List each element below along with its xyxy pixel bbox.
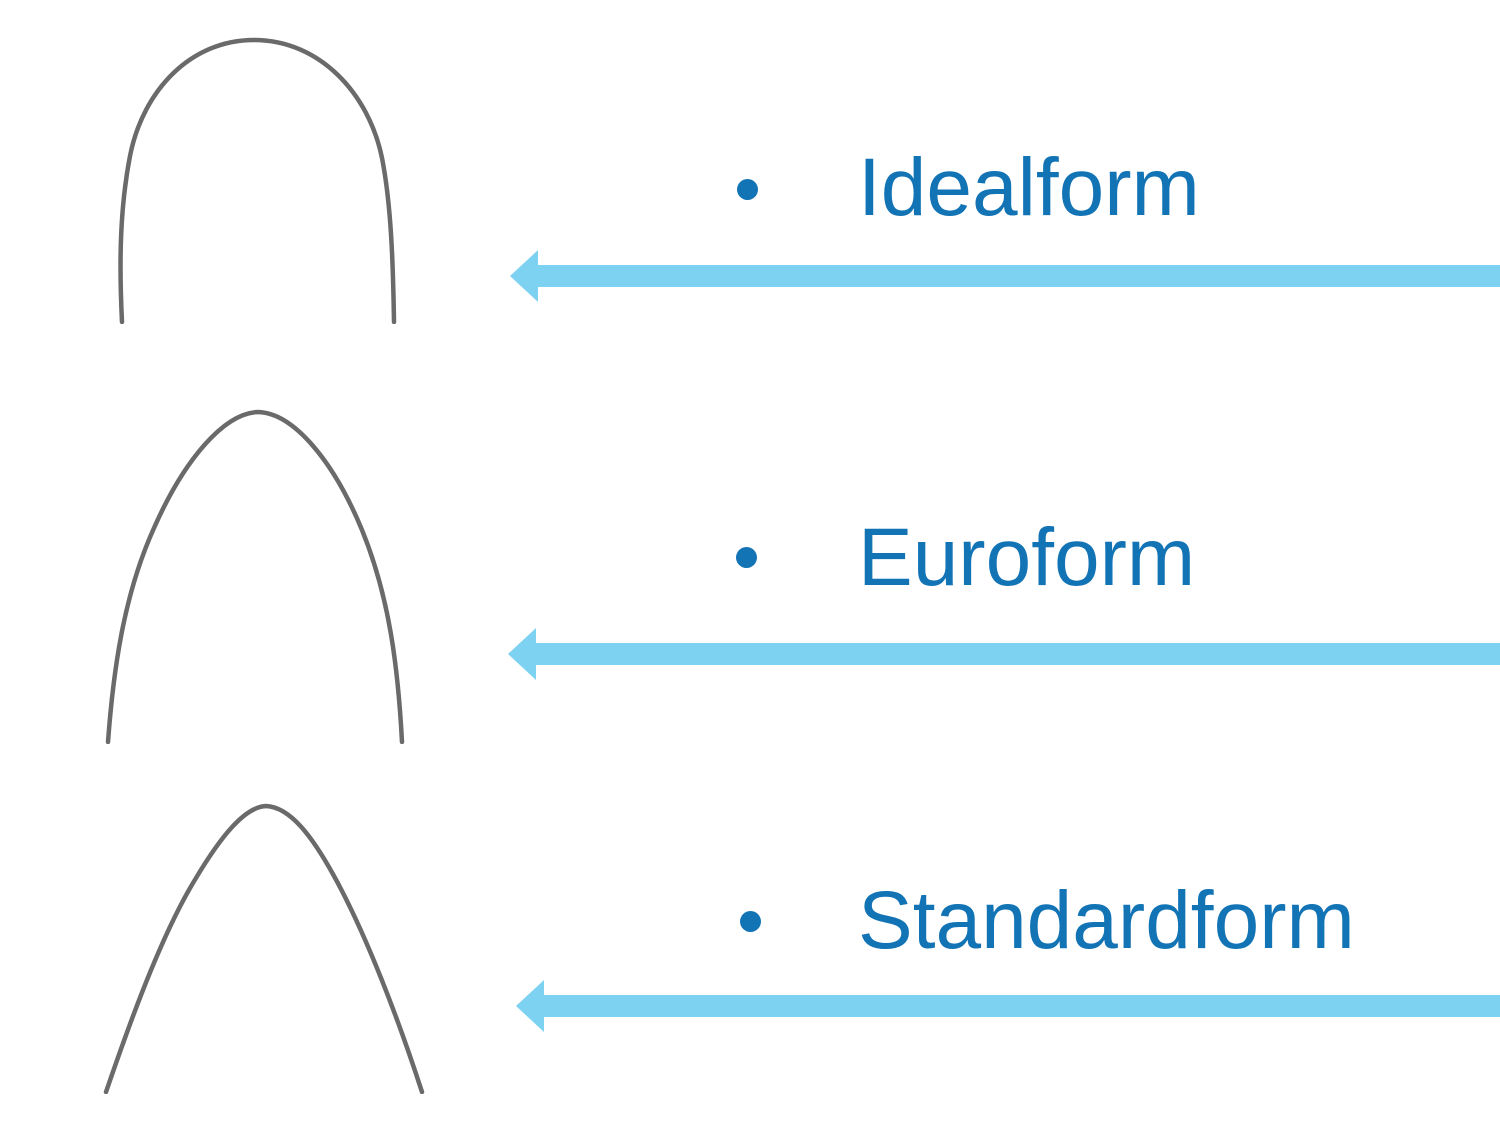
archform-label-idealform: Idealform (858, 142, 1200, 233)
bullet-icon (740, 911, 761, 932)
archform-label-euroform: Euroform (858, 512, 1196, 603)
left-arrow-icon (508, 628, 1500, 680)
bullet-icon (737, 179, 758, 200)
standardform-archwire-icon (103, 803, 425, 1094)
bullet-icon (736, 547, 757, 568)
idealform-archwire-icon (118, 37, 397, 324)
left-arrow-icon (510, 250, 1500, 302)
archform-label-standardform: Standardform (858, 875, 1355, 966)
euroform-archwire-icon (105, 409, 405, 744)
left-arrow-icon (516, 980, 1500, 1032)
